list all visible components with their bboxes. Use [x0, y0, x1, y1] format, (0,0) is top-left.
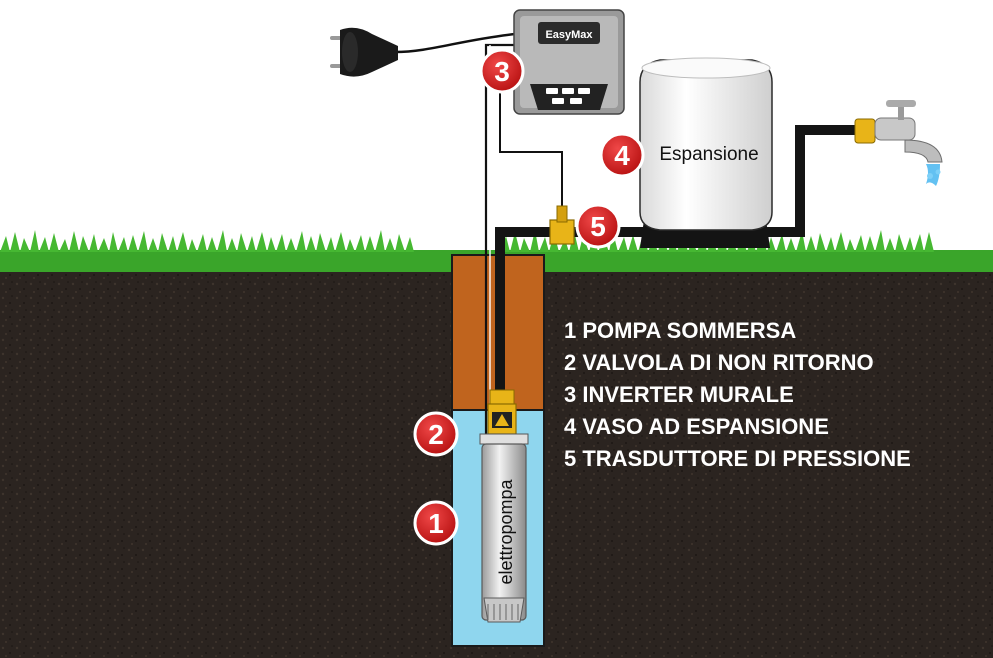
pressure-transducer	[549, 205, 575, 245]
riser-pipe	[495, 227, 552, 395]
power-cable	[394, 32, 516, 54]
svg-text:4: 4	[614, 140, 630, 171]
sensor-cable	[499, 80, 563, 208]
pump-label: elettropompa	[496, 478, 516, 584]
valve-arrow-icon	[495, 414, 509, 426]
water-stream	[926, 164, 940, 186]
submersible-pump: elettropompa	[479, 433, 529, 623]
marker-2: 2	[413, 411, 459, 457]
pump-power-cable	[484, 43, 515, 480]
power-plug-icon	[330, 27, 398, 77]
legend-item: 4 VASO AD ESPANSIONE	[564, 414, 829, 439]
svg-text:1: 1	[428, 508, 444, 539]
marker-5: 5	[575, 203, 621, 249]
legend-item: 3 INVERTER MURALE	[564, 382, 794, 407]
legend-item: 5 TRASDUTTORE DI PRESSIONE	[564, 446, 911, 471]
faucet-icon	[854, 100, 943, 186]
legend-item: 1 POMPA SOMMERSA	[564, 318, 796, 343]
svg-text:5: 5	[590, 211, 606, 242]
inverter: EasyMax	[513, 9, 625, 115]
svg-text:2: 2	[428, 419, 444, 450]
legend: 1 POMPA SOMMERSA 2 VALVOLA DI NON RITORN…	[564, 318, 911, 471]
marker-4: 4	[599, 132, 645, 178]
check-valve	[487, 389, 517, 435]
marker-1: 1	[413, 500, 459, 546]
inverter-brand-label: EasyMax	[545, 29, 593, 41]
tank-label: Espansione	[659, 144, 758, 165]
expansion-tank: Espansione	[639, 57, 773, 248]
marker-3: 3	[479, 48, 525, 94]
svg-text:3: 3	[494, 56, 510, 87]
legend-item: 2 VALVOLA DI NON RITORNO	[564, 350, 874, 375]
